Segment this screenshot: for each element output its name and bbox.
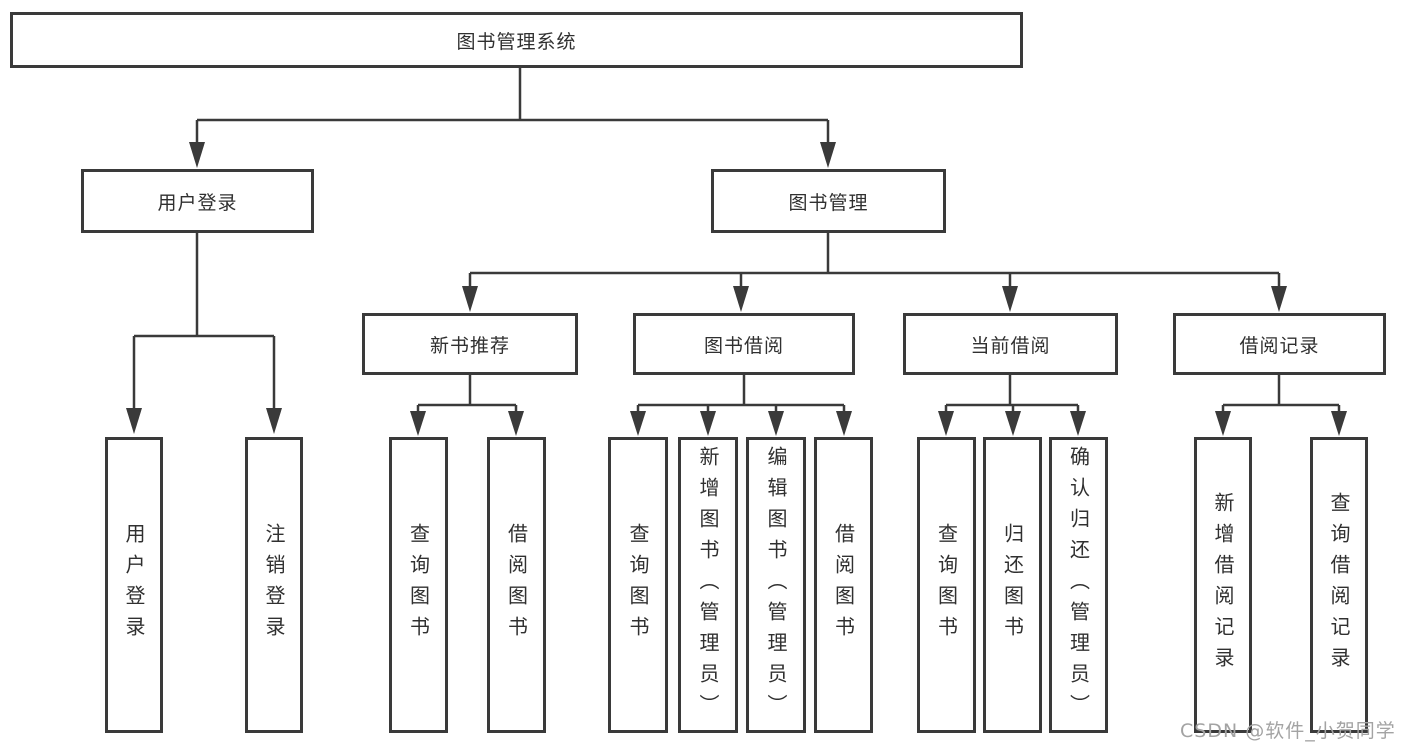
node-label: 用户登录	[122, 523, 146, 647]
node-label: 归还图书	[1000, 523, 1025, 647]
node-borrow-books-borrowing: 借阅图书	[814, 437, 873, 733]
node-label: 借阅图书	[504, 523, 529, 647]
node-library-management-system: 图书管理系统	[10, 12, 1023, 68]
watermark: CSDN @软件_小贺同学	[1180, 720, 1396, 742]
node-label: 图书借阅	[703, 334, 784, 357]
node-current-borrowing: 当前借阅	[903, 313, 1118, 375]
node-edit-book-admin: 编辑图书（管理员）	[746, 437, 806, 733]
node-query-books-current: 查询图书	[917, 437, 976, 733]
node-new-book-recommendation: 新书推荐	[362, 313, 578, 375]
node-confirm-return-admin: 确认归还（管理员）	[1049, 437, 1108, 733]
node-label: 注销登录	[262, 523, 286, 647]
node-label: 图书管理系统	[456, 30, 577, 53]
node-query-books-borrowing: 查询图书	[608, 437, 668, 733]
node-user-login-branch: 用户登录	[81, 169, 314, 233]
node-label: 新增图书（管理员）	[696, 445, 720, 725]
node-borrowing-records: 借阅记录	[1173, 313, 1386, 375]
node-label: 图书管理	[788, 191, 869, 214]
node-label: 当前借阅	[970, 334, 1051, 357]
node-query-borrow-record: 查询借阅记录	[1310, 437, 1368, 733]
node-label: 查询图书	[406, 523, 431, 647]
node-label: 查询借阅记录	[1327, 492, 1351, 678]
node-add-book-admin: 新增图书（管理员）	[678, 437, 738, 733]
node-logout: 注销登录	[245, 437, 303, 733]
node-label: 新增借阅记录	[1211, 492, 1235, 678]
node-book-borrowing: 图书借阅	[633, 313, 855, 375]
arrowheads	[126, 142, 1347, 436]
node-book-management: 图书管理	[711, 169, 946, 233]
node-label: 查询图书	[934, 523, 959, 647]
node-label: 确认归还（管理员）	[1066, 445, 1091, 725]
node-return-book: 归还图书	[983, 437, 1042, 733]
node-add-borrow-record: 新增借阅记录	[1194, 437, 1252, 733]
connector-paths	[132, 68, 1341, 412]
node-label: 借阅图书	[831, 523, 856, 647]
node-query-books-newbook: 查询图书	[389, 437, 448, 733]
node-label: 新书推荐	[429, 334, 510, 357]
node-label: 编辑图书（管理员）	[764, 445, 788, 725]
node-label: 查询图书	[626, 523, 650, 647]
node-user-login: 用户登录	[105, 437, 163, 733]
node-borrow-books-newbook: 借阅图书	[487, 437, 546, 733]
node-label: 用户登录	[157, 191, 238, 214]
node-label: 借阅记录	[1239, 334, 1320, 357]
